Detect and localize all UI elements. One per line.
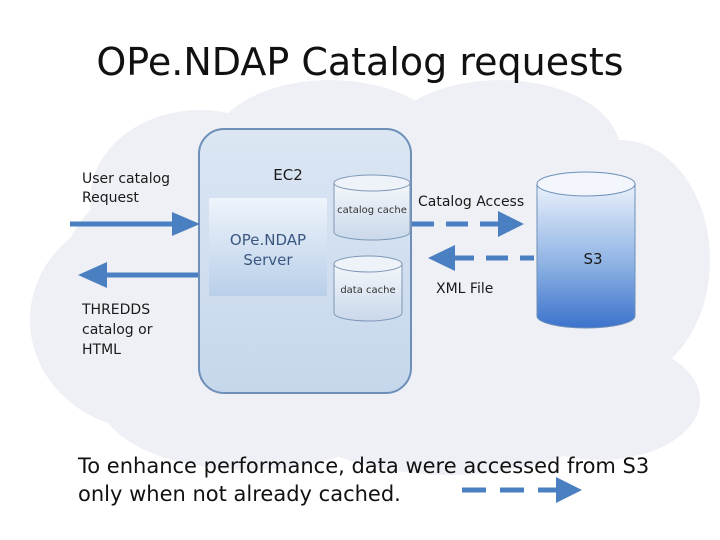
xml-file-label: XML File [436,281,494,297]
response-arrow [78,262,198,288]
ec2-label: EC2 [273,166,303,184]
caption: To enhance performance, data were access… [78,454,650,506]
catalog-access-arrow [412,211,524,237]
catalog-cache-label: catalog cache [337,205,407,216]
legend-dashed-arrow [462,477,582,503]
user-request-label: User catalog Request [82,171,171,206]
catalog-access-label: Catalog Access [418,194,525,210]
s3-label: S3 [583,250,603,268]
s3-cylinder [536,171,636,329]
catalog-cache-cylinder [333,174,411,241]
server-label: OPe.NDAP Server [229,231,307,269]
data-cache-cylinder [333,255,403,322]
page-title: OPe.NDAP Catalog requests [96,40,624,84]
xml-file-arrow [428,245,534,271]
data-cache-label: data cache [340,285,396,296]
server-box [209,198,327,296]
thredds-label: THREDDS catalog or HTML [82,302,153,358]
user-request-arrow [70,212,200,236]
